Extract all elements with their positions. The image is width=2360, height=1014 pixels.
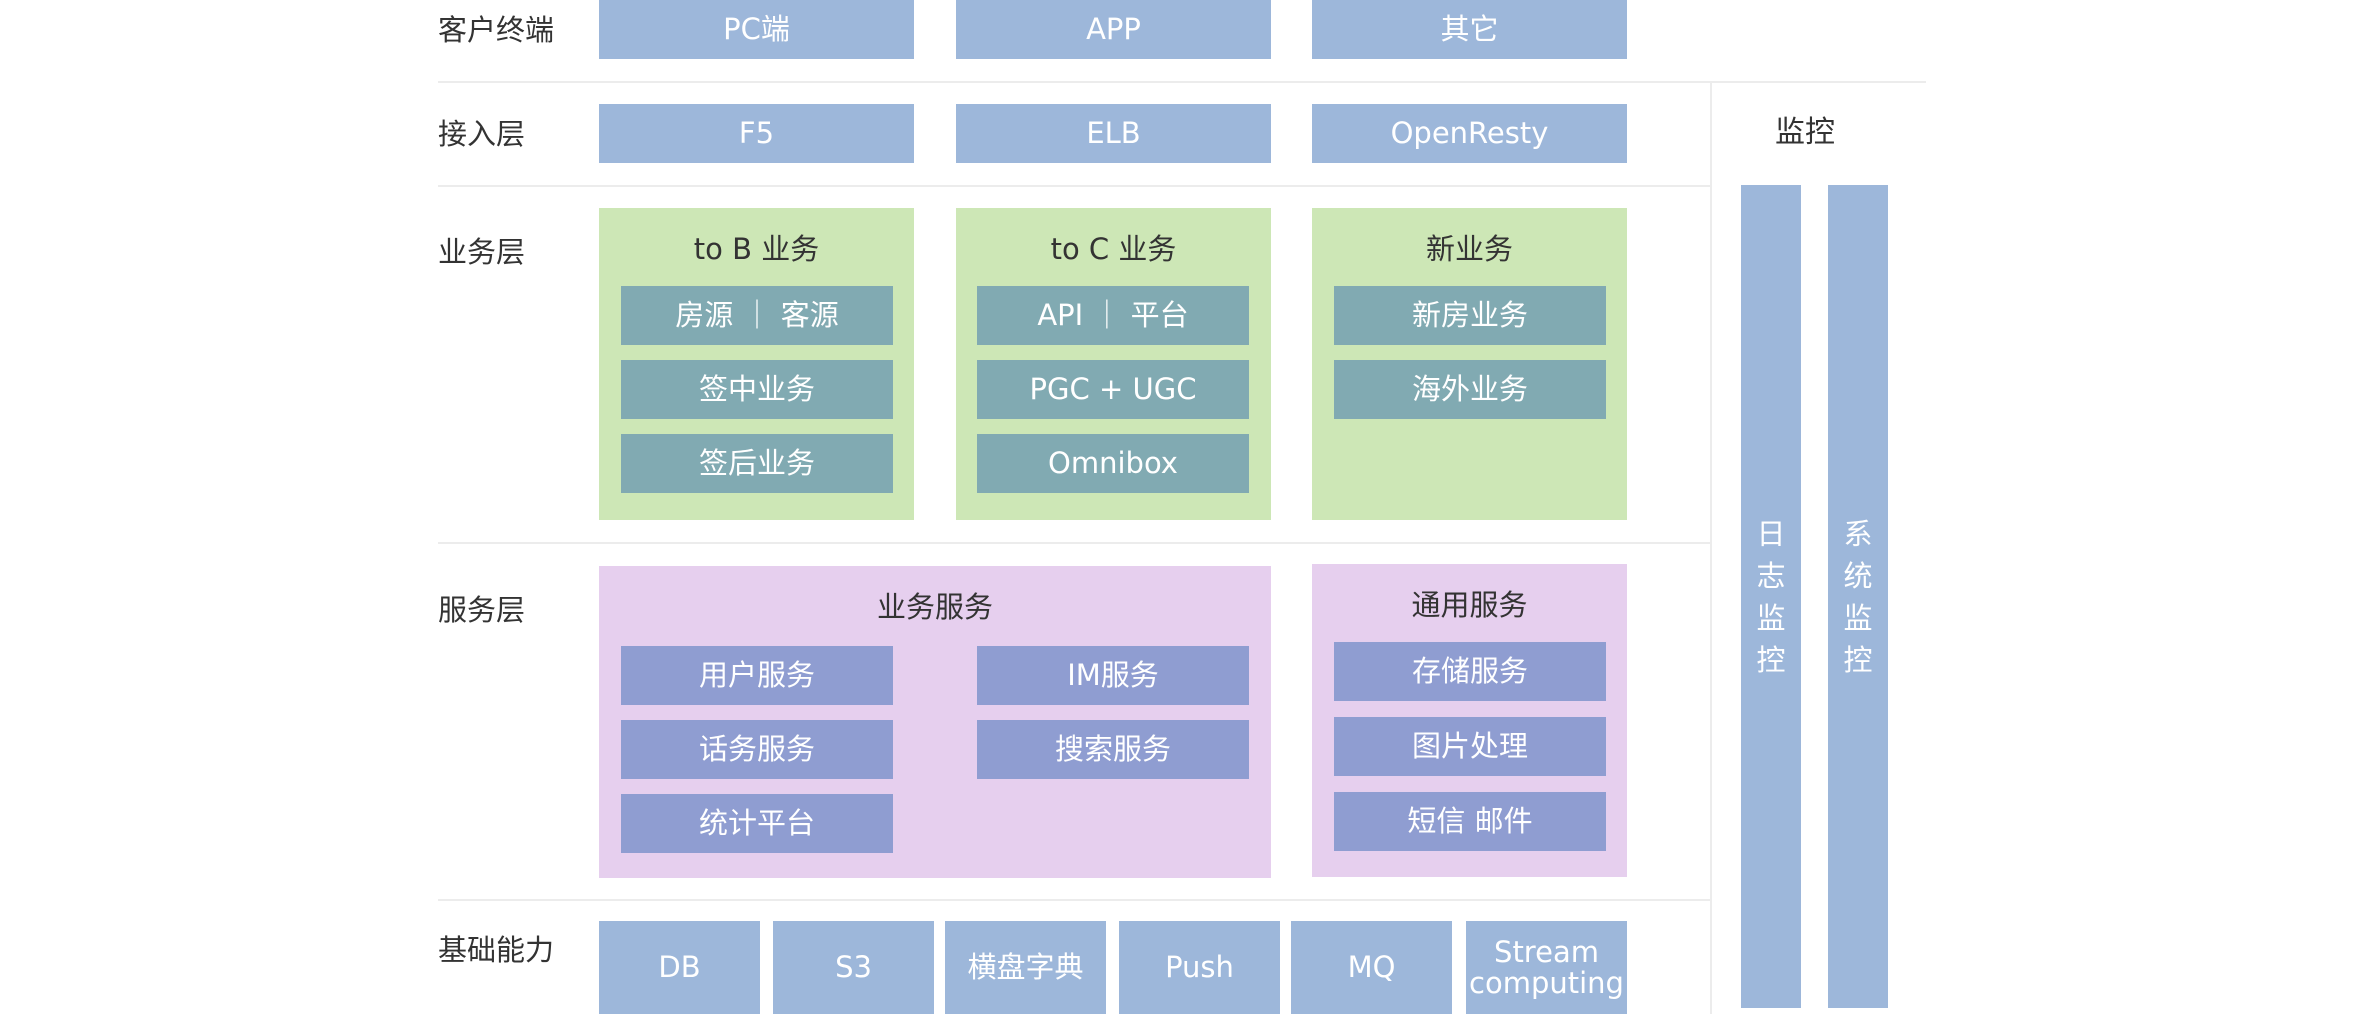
foundation-dictionary-box: 横盘字典 — [945, 921, 1106, 1014]
to-b-item: 签后业务 — [621, 434, 893, 493]
to-c-item: Omnibox — [977, 434, 1249, 493]
access-openresty-box: OpenResty — [1312, 104, 1627, 163]
access-elb-box: ELB — [956, 104, 1271, 163]
new-business-item: 新房业务 — [1334, 286, 1606, 345]
system-monitoring-char: 监 — [1843, 600, 1873, 635]
common-service-item: 图片处理 — [1334, 717, 1606, 776]
panel-new-business: 新业务 新房业务 海外业务 — [1312, 208, 1627, 520]
divider-monitoring — [1710, 82, 1712, 1014]
business-service-item: 话务服务 — [621, 720, 893, 779]
log-monitoring-column: 日 志 监 控 — [1741, 185, 1801, 1008]
divider-business-service — [438, 542, 1710, 544]
layer-label-access: 接入层 — [438, 117, 526, 151]
panel-business-services: 业务服务 用户服务 IM服务 话务服务 搜索服务 统计平台 — [599, 566, 1271, 878]
layer-label-client: 客户终端 — [438, 13, 555, 47]
access-f5-box: F5 — [599, 104, 914, 163]
common-service-item: 短信 邮件 — [1334, 792, 1606, 851]
client-app-box: APP — [956, 0, 1271, 59]
system-monitoring-char: 控 — [1843, 642, 1873, 677]
monitoring-title: 监控 — [1775, 115, 1835, 150]
business-service-item: 搜索服务 — [977, 720, 1249, 779]
log-monitoring-char: 控 — [1756, 642, 1786, 677]
to-c-item: PGC + UGC — [977, 360, 1249, 419]
log-monitoring-char: 监 — [1756, 600, 1786, 635]
log-monitoring-char: 志 — [1756, 558, 1786, 593]
business-service-item: 统计平台 — [621, 794, 893, 853]
foundation-mq-box: MQ — [1291, 921, 1452, 1014]
foundation-s3-box: S3 — [773, 921, 934, 1014]
system-monitoring-char: 统 — [1843, 558, 1873, 593]
system-monitoring-char: 系 — [1843, 516, 1873, 551]
foundation-stream-computing-box: Stream computing — [1466, 921, 1627, 1014]
divider-access-business — [438, 185, 1710, 187]
new-business-item: 海外业务 — [1334, 360, 1606, 419]
client-pc-box: PC端 — [599, 0, 914, 59]
log-monitoring-char: 日 — [1756, 516, 1786, 551]
panel-title-to-c: to C 业务 — [1050, 232, 1177, 266]
to-b-item: 签中业务 — [621, 360, 893, 419]
to-b-item: 房源 ｜ 客源 — [621, 286, 893, 345]
panel-to-c-business: to C 业务 API ｜ 平台 PGC + UGC Omnibox — [956, 208, 1271, 520]
panel-title-new-business: 新业务 — [1425, 232, 1513, 266]
business-service-item: 用户服务 — [621, 646, 893, 705]
layer-label-business: 业务层 — [438, 235, 526, 269]
layer-label-service: 服务层 — [438, 593, 526, 627]
to-c-item: API ｜ 平台 — [977, 286, 1249, 345]
panel-common-services: 通用服务 存储服务 图片处理 短信 邮件 — [1312, 564, 1627, 877]
layer-label-foundation: 基础能力 — [438, 933, 555, 967]
panel-title-common-services: 通用服务 — [1411, 588, 1528, 622]
panel-to-b-business: to B 业务 房源 ｜ 客源 签中业务 签后业务 — [599, 208, 914, 520]
foundation-db-box: DB — [599, 921, 760, 1014]
divider-client-access — [438, 81, 1926, 83]
divider-service-foundation — [438, 899, 1710, 901]
business-service-item: IM服务 — [977, 646, 1249, 705]
common-service-item: 存储服务 — [1334, 642, 1606, 701]
panel-title-business-services: 业务服务 — [876, 590, 993, 624]
system-monitoring-column: 系 统 监 控 — [1828, 185, 1888, 1008]
foundation-push-box: Push — [1119, 921, 1280, 1014]
client-other-box: 其它 — [1312, 0, 1627, 59]
panel-title-to-b: to B 业务 — [693, 232, 820, 266]
